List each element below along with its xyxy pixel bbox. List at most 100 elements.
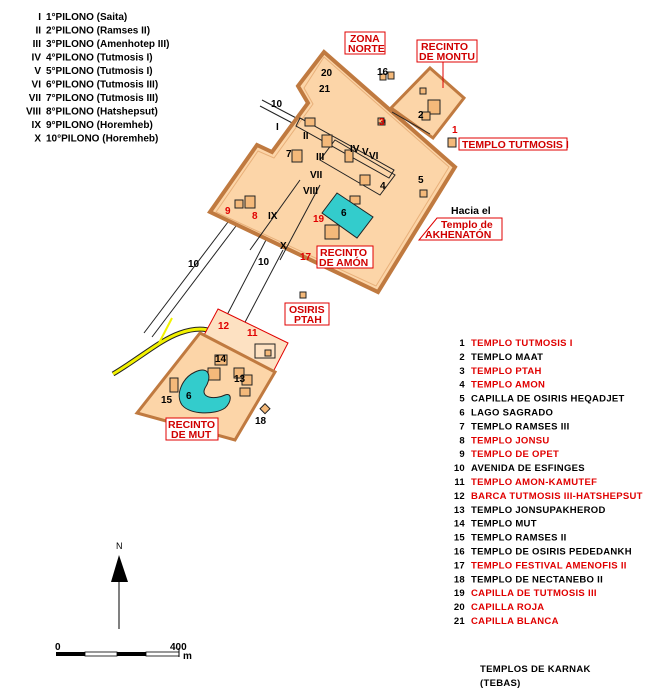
pylon-label: 2°PILONO (Ramses II): [46, 26, 150, 37]
svg-text:11: 11: [247, 328, 258, 339]
osiris-ptah-label: OSIRIS PTAH: [284, 302, 330, 326]
svg-text:400: 400: [170, 642, 187, 653]
recinto-mut-label: RECINTO DE MUT: [165, 417, 219, 441]
legend-label: TEMPLO AMON: [471, 380, 545, 391]
avenue-of-sphinxes: [143, 99, 301, 346]
legend-number: 16: [454, 547, 465, 558]
svg-text:18: 18: [255, 416, 267, 427]
legend-number: 20: [454, 602, 465, 613]
legend-number: 17: [454, 560, 465, 571]
svg-text:VIII: VIII: [303, 186, 318, 197]
legend-number: 18: [454, 574, 465, 585]
amun-buildings: [234, 117, 428, 261]
legend-label: TEMPLO DE OSIRIS PEDEDANKH: [471, 547, 632, 558]
svg-text:6: 6: [186, 391, 192, 402]
legend-label: TEMPLO DE NECTANEBO II: [471, 574, 603, 585]
legend-label: TEMPLO DE OPET: [471, 449, 559, 460]
pylon-numeral: IX: [32, 120, 42, 131]
legend-number: 7: [459, 421, 465, 432]
legend-number: 11: [454, 477, 465, 488]
legend-label: LAGO SAGRADO: [471, 408, 553, 419]
legend-label: TEMPLO PTAH: [471, 366, 542, 377]
svg-text:III: III: [316, 152, 325, 163]
svg-text:6: 6: [341, 208, 347, 219]
svg-text:5: 5: [418, 175, 424, 186]
pylon-label: 5°PILONO (Tutmosis I): [46, 66, 153, 77]
map-subtitle: (TEBAS): [480, 678, 521, 689]
svg-text:Templo de: Templo de: [441, 219, 493, 231]
svg-text:VII: VII: [310, 170, 322, 181]
legend-number: 1: [459, 338, 465, 349]
legend-label: CAPILLA BLANCA: [471, 616, 559, 627]
legend-label: TEMPLO TUTMOSIS I: [471, 338, 573, 349]
pylon-label: 4°PILONO (Tutmosis I): [46, 53, 153, 64]
svg-text:OSIRIS: OSIRIS: [289, 304, 325, 316]
pylon-label: 7°PILONO (Tutmosis III): [46, 93, 158, 104]
legend-number: 13: [454, 505, 465, 516]
svg-text:RECINTO: RECINTO: [168, 419, 215, 431]
legend-number: 9: [459, 449, 465, 460]
svg-text:N: N: [116, 541, 123, 551]
map-title: TEMPLOS DE KARNAK: [480, 664, 591, 675]
svg-text:VI: VI: [369, 151, 379, 162]
recinto-amon-label: RECINTO DE AMÓN: [316, 245, 374, 269]
legend-label: TEMPLO JONSU: [471, 435, 550, 446]
pylon-numeral: III: [33, 39, 42, 50]
legend-label: TEMPLO JONSUPAKHEROD: [471, 505, 606, 516]
mut-lake: [178, 369, 231, 414]
svg-text:16: 16: [377, 67, 389, 78]
legend-label: BARCA TUTMOSIS III-HATSHEPSUT: [471, 491, 643, 502]
pylon-label: 10°PILONO (Horemheb): [46, 134, 158, 145]
pylon-numeral: V: [34, 66, 41, 77]
svg-text:AKHENATÓN: AKHENATÓN: [425, 228, 491, 241]
legend-number: 15: [454, 533, 466, 544]
hacia-el-label: Hacia el: [451, 205, 491, 217]
pylon-numeral: IV: [32, 53, 42, 64]
svg-text:13: 13: [234, 374, 246, 385]
svg-text:m: m: [183, 651, 192, 662]
legend-number: 4: [459, 380, 465, 391]
svg-text:DE MUT: DE MUT: [171, 429, 212, 441]
svg-text:2: 2: [418, 110, 424, 121]
svg-text:PTAH: PTAH: [294, 314, 322, 326]
svg-text:DE AMÓN: DE AMÓN: [319, 256, 368, 269]
pylon-numeral: VI: [32, 80, 42, 91]
svg-text:V: V: [362, 147, 369, 158]
legend-label: TEMPLO FESTIVAL AMENOFIS II: [471, 560, 627, 571]
svg-text:19: 19: [313, 214, 325, 225]
legend-label: TEMPLO MUT: [471, 519, 537, 530]
legend-label: CAPILLA ROJA: [471, 602, 544, 613]
svg-text:II: II: [303, 131, 309, 142]
svg-text:4: 4: [380, 181, 386, 192]
pylon-label: 8°PILONO (Hatshepsut): [46, 107, 158, 118]
legend-label: CAPILLA DE OSIRIS HEQADJET: [471, 394, 625, 405]
svg-text:1: 1: [452, 125, 458, 136]
svg-text:21: 21: [319, 84, 331, 95]
svg-text:3: 3: [379, 117, 385, 128]
svg-text:DE MONTU: DE MONTU: [419, 51, 475, 63]
recinto-montu-label: RECINTO DE MONTU: [416, 39, 478, 88]
legend-number: 10: [454, 463, 465, 474]
legend-number: 6: [459, 408, 465, 419]
templo-tutmosis-label: TEMPLO TUTMOSIS I: [458, 137, 569, 151]
pylon-numeral: I: [38, 12, 41, 23]
svg-text:10: 10: [271, 99, 283, 110]
sacred-lake: [321, 192, 374, 239]
pylon-label: 6°PILONO (Tutmosis III): [46, 80, 158, 91]
legend-number: 8: [459, 435, 465, 446]
legend-label: TEMPLO RAMSES II: [471, 533, 567, 544]
pylon-numeral: X: [34, 134, 41, 145]
pylon-label: 1°PILONO (Saita): [46, 12, 127, 23]
scale-bar: 0 400 m: [55, 642, 192, 662]
legend-number: 12: [454, 491, 465, 502]
svg-text:10: 10: [258, 257, 270, 268]
svg-text:0: 0: [55, 642, 61, 653]
svg-text:12: 12: [218, 321, 230, 332]
svg-text:14: 14: [215, 354, 227, 365]
legend-label: TEMPLO RAMSES III: [471, 421, 570, 432]
legend-number: 21: [454, 616, 466, 627]
